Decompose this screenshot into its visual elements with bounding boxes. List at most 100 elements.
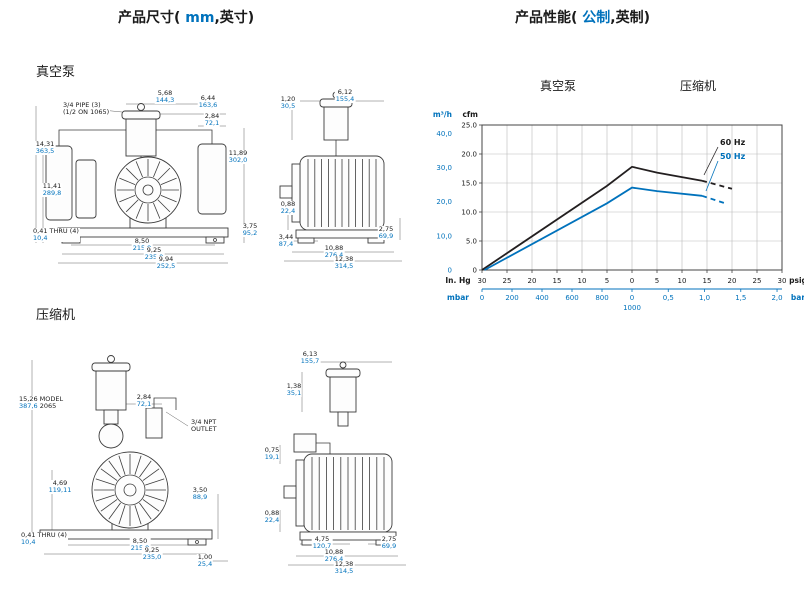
note-line: 15,26 MODEL: [19, 395, 64, 403]
y-tick-label-m3h: 40,0: [436, 130, 452, 138]
fin-line: [100, 499, 118, 512]
motor-hub: [114, 474, 146, 506]
y-tick-label-cfm: 20.0: [461, 151, 477, 159]
dimension-lines: [31, 360, 228, 562]
dim-mm: 289,8: [42, 189, 62, 198]
base-plate: [57, 227, 229, 238]
filter-cap: [325, 368, 361, 378]
fin-line: [157, 199, 171, 213]
legend-label-50hz: 50 Hz: [720, 152, 746, 161]
dim-in: 1,38: [286, 382, 302, 390]
dimensions-title-suffix: ,英寸): [214, 10, 255, 26]
fin-line: [100, 468, 118, 481]
legend-leader-50hz: [705, 160, 719, 192]
x-tick-label: 15: [553, 277, 562, 285]
filter-canister: [125, 117, 157, 157]
muffler-tank: [197, 143, 227, 215]
dim-mm: 10,4: [21, 538, 36, 547]
mbar-tick-label: 800: [595, 294, 608, 302]
dim-in: 5,68: [157, 89, 173, 97]
fin-line: [125, 199, 139, 213]
curve-60hz: [481, 165, 703, 271]
y-tick-label-m3h: 30,0: [436, 164, 452, 172]
filter-stem: [337, 411, 349, 427]
dim-mm: 235,0: [142, 553, 162, 562]
fin-line: [139, 460, 152, 478]
bar-tick-label: 1,5: [735, 294, 746, 302]
filter-cap: [121, 110, 161, 120]
outlet-leader-line: [165, 411, 189, 427]
mbar-1000-label: 1000: [623, 304, 641, 312]
dimensions-title-metric: mm: [180, 10, 215, 26]
dim-in: 3,75: [242, 222, 258, 230]
dim-mm: 10,4: [33, 234, 48, 243]
performance-title-prefix: 产品性能(: [515, 10, 583, 26]
dim-mm: 69,9: [381, 542, 397, 551]
dim-in: 10,88: [324, 244, 344, 252]
dim-in: 2,75: [378, 225, 394, 233]
fin-line: [153, 202, 161, 219]
dim-mm: 144,3: [155, 96, 175, 105]
mounting-hole: [195, 540, 199, 544]
dim-in: 1,00: [197, 553, 213, 561]
x-unit-mbar: mbar: [447, 293, 469, 302]
dim-in: 0,88: [264, 509, 280, 517]
fin-line: [160, 177, 177, 185]
muffler-tank: [75, 159, 97, 219]
dim-mm: 363,5: [35, 147, 55, 156]
fin-line: [134, 455, 142, 475]
filter-knob: [137, 103, 145, 111]
note-line2: 387,6 2065: [19, 403, 56, 410]
motor-shaft: [142, 184, 154, 196]
dim-mm: 72,1: [136, 400, 152, 409]
dim-mm: 30,5: [280, 102, 296, 111]
dim-in: 3,44: [278, 233, 294, 241]
note-line: OUTLET: [191, 425, 217, 434]
performance-title-metric: 公制: [582, 10, 611, 26]
dim-in: 4,75: [314, 535, 330, 543]
legend-label-60hz: 60 Hz: [720, 138, 746, 147]
dim-in: 8,50: [134, 237, 150, 245]
y-tick-label-cfm: 15.0: [461, 180, 477, 188]
compressor-section-label: 压缩机: [36, 308, 76, 323]
x-tick-label: 25: [503, 277, 512, 285]
model-number: 2065: [39, 402, 57, 411]
dim-in: 12,38: [334, 255, 354, 263]
end-bell: [295, 459, 305, 527]
dim-mm: 120,7: [312, 542, 332, 551]
y-tick-label-m3h: 0: [448, 267, 452, 275]
dim-in: 12,38: [334, 560, 354, 568]
dim-mm: 22,4: [280, 207, 296, 216]
bar-tick-label: 2,0: [771, 294, 782, 302]
outlet-tank: [145, 407, 163, 439]
x-tick-label: 5: [655, 277, 659, 285]
dim-mm: 387,6: [19, 402, 38, 411]
chart-compressor-region-label: 压缩机: [680, 79, 717, 93]
filter-cap: [91, 362, 131, 372]
dim-mm: 155,7: [300, 357, 320, 366]
curve-50hz: [484, 186, 703, 271]
mbar-tick-label: 600: [565, 294, 578, 302]
dim-in: 1,20: [280, 95, 296, 103]
y-tick-label-cfm: 10.0: [461, 209, 477, 217]
note-line: 0,41 THRU (4): [21, 531, 67, 539]
mbar-tick-label: 0: [480, 294, 484, 302]
dim-in: 11,89: [228, 149, 248, 157]
fin-line: [118, 505, 126, 525]
fin-line: [145, 478, 165, 486]
dim-mm: 88,9: [192, 493, 208, 502]
